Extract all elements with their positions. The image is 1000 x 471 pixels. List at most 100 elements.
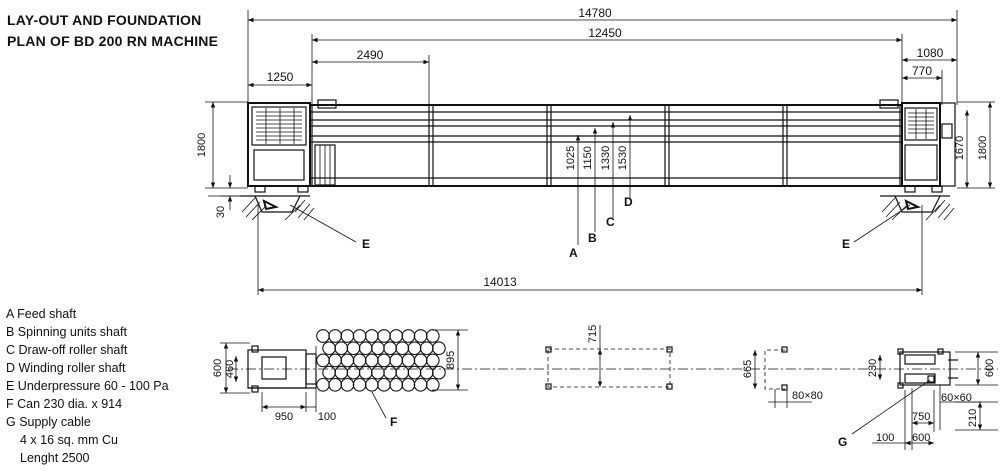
can-circle <box>322 341 336 356</box>
can-circle <box>316 329 330 343</box>
dim-base: 30 <box>215 206 227 218</box>
can-grid <box>316 329 446 392</box>
can-circle <box>352 377 367 392</box>
can-circle <box>371 365 385 380</box>
drawing-title-line2: PLAN OF BD 200 RN MACHINE <box>7 33 218 49</box>
dim-plan-width-outer: 600 <box>212 359 224 377</box>
can-circle <box>389 329 404 343</box>
can-circle <box>328 353 343 368</box>
dim-right-inner: 770 <box>912 64 932 78</box>
can-circle <box>425 329 440 343</box>
dim-left-offset: 2490 <box>357 48 384 62</box>
can-circle <box>407 365 422 380</box>
dim-shaft-h2: 1150 <box>582 146 594 170</box>
can-circle <box>407 341 422 356</box>
can-circle <box>413 353 428 368</box>
legend-item: Lenght 2500 <box>20 451 90 465</box>
can-circle <box>364 329 379 343</box>
dim-can-area: 895 <box>445 351 457 369</box>
can-circle <box>364 353 379 368</box>
legend-item: C Draw-off roller shaft <box>6 343 128 357</box>
can-circle <box>413 329 428 343</box>
can-circle <box>322 365 336 380</box>
can-circle <box>371 341 385 356</box>
dim-cable-600: 600 <box>912 432 930 444</box>
can-circle <box>364 377 379 392</box>
can-circle <box>346 365 361 380</box>
foundation-plan: 600 460 950 100 895 F 715 665 <box>212 325 998 450</box>
dim-shaft-h4: 1530 <box>617 146 629 170</box>
tag-e-left: E <box>362 237 370 251</box>
can-circle <box>425 377 440 392</box>
can-circle <box>389 353 404 368</box>
tag-a: A <box>569 246 578 260</box>
can-circle <box>413 377 428 392</box>
can-circle <box>340 377 355 392</box>
can-circle <box>401 377 416 392</box>
machine-elevation <box>208 99 956 221</box>
legend-item: A Feed shaft <box>6 307 77 321</box>
tag-d: D <box>624 195 633 209</box>
can-circle <box>346 341 361 356</box>
tag-b: B <box>588 231 597 245</box>
can-circle <box>377 353 391 368</box>
can-circle <box>328 329 343 343</box>
can-circle <box>395 365 410 380</box>
dim-inner-length: 12450 <box>588 26 622 40</box>
can-circle <box>401 353 416 368</box>
dim-right-end: 1080 <box>917 46 944 60</box>
dim-overall-length: 14780 <box>578 6 612 20</box>
tag-c: C <box>606 215 615 229</box>
shaft-leaders <box>289 188 911 245</box>
can-circle <box>425 353 440 368</box>
drawing-title-line1: LAY-OUT AND FOUNDATION <box>7 12 201 28</box>
dim-mid-block: 715 <box>587 325 599 343</box>
dim-shaft-h3: 1330 <box>600 146 612 170</box>
can-circle <box>401 329 416 343</box>
dim-right-width: 600 <box>984 359 996 377</box>
dim-left-end: 1250 <box>267 70 294 84</box>
can-circle <box>334 365 349 380</box>
can-circle <box>432 341 446 356</box>
dim-cable-hole: 60×60 <box>941 392 972 404</box>
can-circle <box>358 341 373 356</box>
dim-cable-100: 100 <box>876 432 894 444</box>
can-circle <box>377 329 391 343</box>
dim-cable-750: 750 <box>912 411 930 423</box>
tag-g: G <box>838 435 847 449</box>
can-circle <box>389 377 404 392</box>
can-circle <box>383 365 397 380</box>
can-circle <box>340 353 355 368</box>
legend-item: 4 x 16 sq. mm Cu <box>20 433 118 447</box>
dim-feed-gap: 100 <box>318 411 336 423</box>
elevation-dimensions: 14780 12450 2490 1250 1080 770 1800 30 <box>196 6 995 295</box>
can-circle <box>432 365 446 380</box>
dim-feed-length: 950 <box>275 411 293 423</box>
dim-cable-210: 210 <box>967 409 979 427</box>
dim-shaft-h1: 1025 <box>565 146 577 170</box>
can-circle <box>395 341 410 356</box>
can-circle <box>340 329 355 343</box>
tag-e-right: E <box>842 237 850 251</box>
can-circle <box>352 353 367 368</box>
can-circle <box>377 377 391 392</box>
can-circle <box>352 329 367 343</box>
legend-item: G Supply cable <box>6 415 91 429</box>
legend-item: E Underpressure 60 - 100 Pa <box>6 379 169 393</box>
can-circle <box>328 377 343 392</box>
legend-item: F Can 230 dia. x 914 <box>6 397 122 411</box>
legend-item: B Spinning units shaft <box>6 325 127 339</box>
legend-item: D Winding roller shaft <box>6 361 126 375</box>
legend: A Feed shaft B Spinning units shaft C Dr… <box>6 307 169 465</box>
can-circle <box>316 377 330 392</box>
dim-plan-width-inner: 460 <box>224 360 236 378</box>
can-circle <box>383 341 397 356</box>
dim-height-right: 1800 <box>977 136 989 160</box>
dim-height-left: 1800 <box>196 133 208 157</box>
can-circle <box>316 353 330 368</box>
dim-foundation-span: 14013 <box>483 275 517 289</box>
can-circle <box>334 341 349 356</box>
dim-height-right-inner: 1670 <box>954 136 966 160</box>
dim-hole: 80×80 <box>792 390 823 402</box>
